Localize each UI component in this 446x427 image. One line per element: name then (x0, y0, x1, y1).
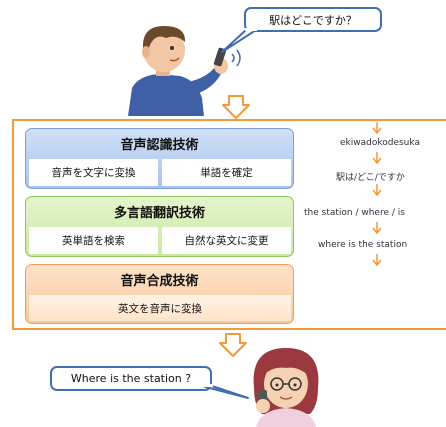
speech-synthesis-title: 音声合成技術 (120, 273, 199, 289)
pipeline-arrow-icon (372, 152, 382, 164)
bottom-down-arrow-icon (219, 333, 247, 357)
pipeline-romaji: ekiwadokodesuka (340, 138, 420, 148)
speech-to-text-step: 音声を文字に変換 (29, 159, 158, 186)
pipeline-segmented-japanese: 駅は/どこ/ですか (336, 173, 405, 183)
speech-synthesis-box: 音声合成技術 英文を音声に変換 (25, 264, 294, 324)
woman-on-phone-illustration (253, 348, 319, 427)
bottom-speech-bubble: Where is the station ? (50, 366, 212, 391)
top-bubble-tail (221, 28, 257, 53)
top-speech-bubble: 駅はどこですか？ (244, 7, 382, 32)
natural-sentence-step: 自然な英文に変更 (162, 227, 291, 254)
man-on-phone-illustration (128, 26, 241, 116)
bottom-speech-text: Where is the station ? (70, 372, 192, 385)
word-lookup-step: 英単語を検索 (29, 227, 158, 254)
pipeline-arrow-icon (372, 122, 382, 134)
pipeline-arrow-icon (372, 184, 382, 196)
word-confirm-step: 単語を確定 (162, 159, 291, 186)
pipeline-word-translation: the station / where / is (304, 208, 405, 218)
top-down-arrow-icon (222, 95, 250, 119)
translation-title: 多言語翻訳技術 (113, 205, 205, 221)
pipeline-arrow-icon (372, 254, 382, 266)
bottom-bubble-tail (200, 384, 249, 399)
pipeline-english-sentence: where is the station (318, 240, 408, 250)
top-speech-text: 駅はどこですか？ (269, 13, 357, 27)
speech-recognition-box: 音声認識技術 音声を文字に変換 単語を確定 (25, 128, 294, 189)
pipeline-arrow-icon (372, 222, 382, 234)
multilingual-translation-box: 多言語翻訳技術 英単語を検索 自然な英文に変更 (25, 196, 294, 257)
text-to-speech-step: 英文を音声に変換 (29, 295, 291, 321)
speech-recognition-title: 音声認識技術 (120, 137, 199, 153)
